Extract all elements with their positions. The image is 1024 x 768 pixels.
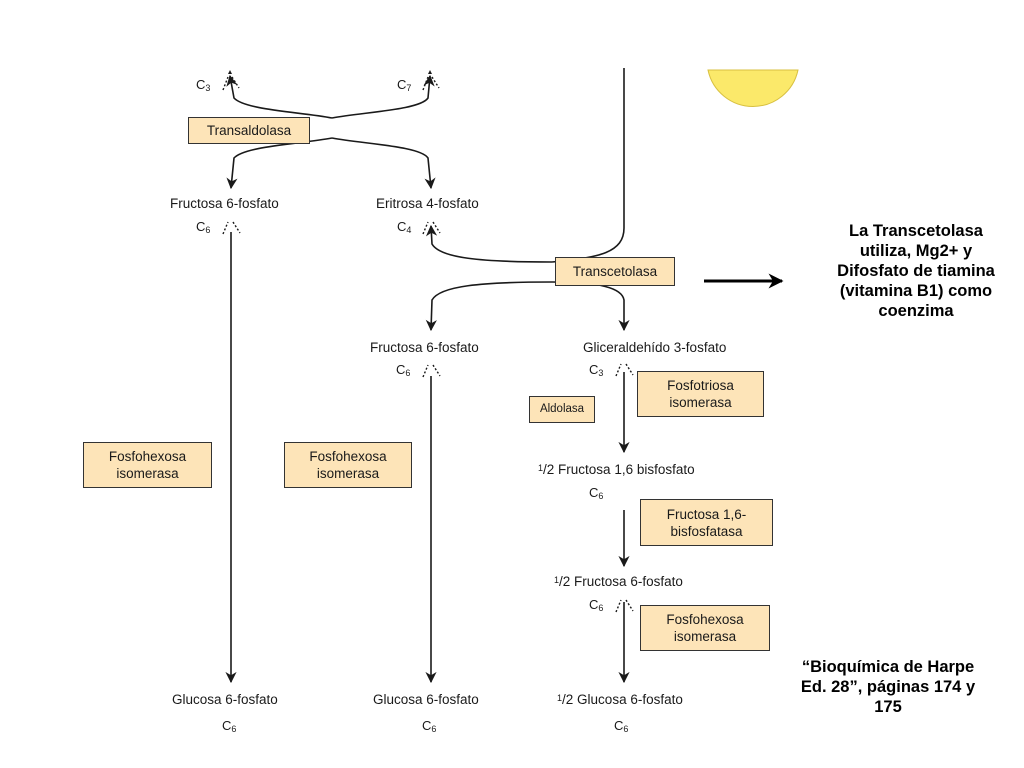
enzyme-transcetolasa: Transcetolasa (555, 257, 675, 286)
note-line-4: (vitamina B1) como (839, 282, 993, 300)
carbon-count-c6-f6p: C6 (589, 597, 604, 613)
carbon-count-c3-gap: C3 (589, 362, 604, 378)
erythrose-4-phosphate-label: Eritrosa 4-fosfato (376, 196, 479, 211)
glyceraldehyde-3-phosphate-label: Gliceraldehído 3-fosfato (583, 340, 727, 355)
glucose-6-phosphate-label-b: Glucosa 6-fosfato (373, 692, 479, 707)
reverse-arrow-c6-b (422, 364, 441, 378)
transketolase-note: La Transcetolasa utiliza, Mg2+ y Difosfa… (812, 221, 1020, 321)
citation-line-3: 175 (874, 698, 902, 716)
note-line-2: utiliza, Mg2+ y (859, 242, 973, 260)
carbon-count-c7-top: C7 (397, 77, 412, 93)
reverse-arrow-c7-top (422, 76, 440, 91)
transketolase-branch-bottom-left (425, 281, 553, 332)
note-line-3: Difosfato de tiamina (837, 262, 995, 280)
transketolase-branch-bottom-right (551, 281, 630, 332)
carbon-count-c4: C4 (397, 219, 412, 235)
carbon-count-c3-top: C3 (196, 77, 211, 93)
half-glucose-6-phosphate-label: 1/2 Glucosa 6-fosfato (557, 692, 683, 707)
half-fructose-6-phosphate-label: 1/2 Fructosa 6-fosfato (554, 574, 683, 589)
carbon-count-c6-g6p-a: C6 (222, 718, 237, 734)
transketolase-branch-top-left (425, 224, 553, 263)
carbon-count-c6-g6p-c: C6 (614, 718, 629, 734)
carbon-count-c6-b: C6 (396, 362, 411, 378)
carbon-count-c6-f16bp: C6 (589, 485, 604, 501)
citation: “Bioquímica de Harpe Ed. 28”, páginas 17… (774, 657, 1002, 717)
carbon-count-c6-g6p-b: C6 (422, 718, 437, 734)
enzyme-transaldolasa: Transaldolasa (188, 117, 310, 144)
transketolase-feed-line (551, 68, 625, 263)
carbon-count-c6-a: C6 (196, 219, 211, 235)
note-line-5: coenzima (878, 302, 954, 320)
glucose-6-phosphate-label-a: Glucosa 6-fosfato (172, 692, 278, 707)
fructose-6-phosphate-label-b: Fructosa 6-fosfato (370, 340, 479, 355)
citation-line-2: Ed. 28”, páginas 174 y (800, 678, 976, 696)
transaldolase-branch-top-left (226, 74, 333, 119)
sun-shape (707, 69, 799, 107)
fructose-6-phosphate-label-a: Fructosa 6-fosfato (170, 196, 279, 211)
citation-line-1: “Bioquímica de Harpe (801, 658, 975, 676)
note-line-1: La Transcetolasa (849, 222, 983, 240)
transaldolase-branch-bottom-right (331, 137, 436, 190)
enzyme-fructosa-bisfosfatasa: Fructosa 1,6-bisfosfatasa (640, 499, 773, 546)
transaldolase-branch-top-right (331, 74, 435, 119)
enzyme-aldolasa: Aldolasa (529, 396, 595, 423)
transaldolase-branch-bottom-left (226, 137, 333, 190)
half-fructose-16-bisphosphate-label: 1/2 Fructosa 1,6 bisfosfato (538, 462, 695, 477)
